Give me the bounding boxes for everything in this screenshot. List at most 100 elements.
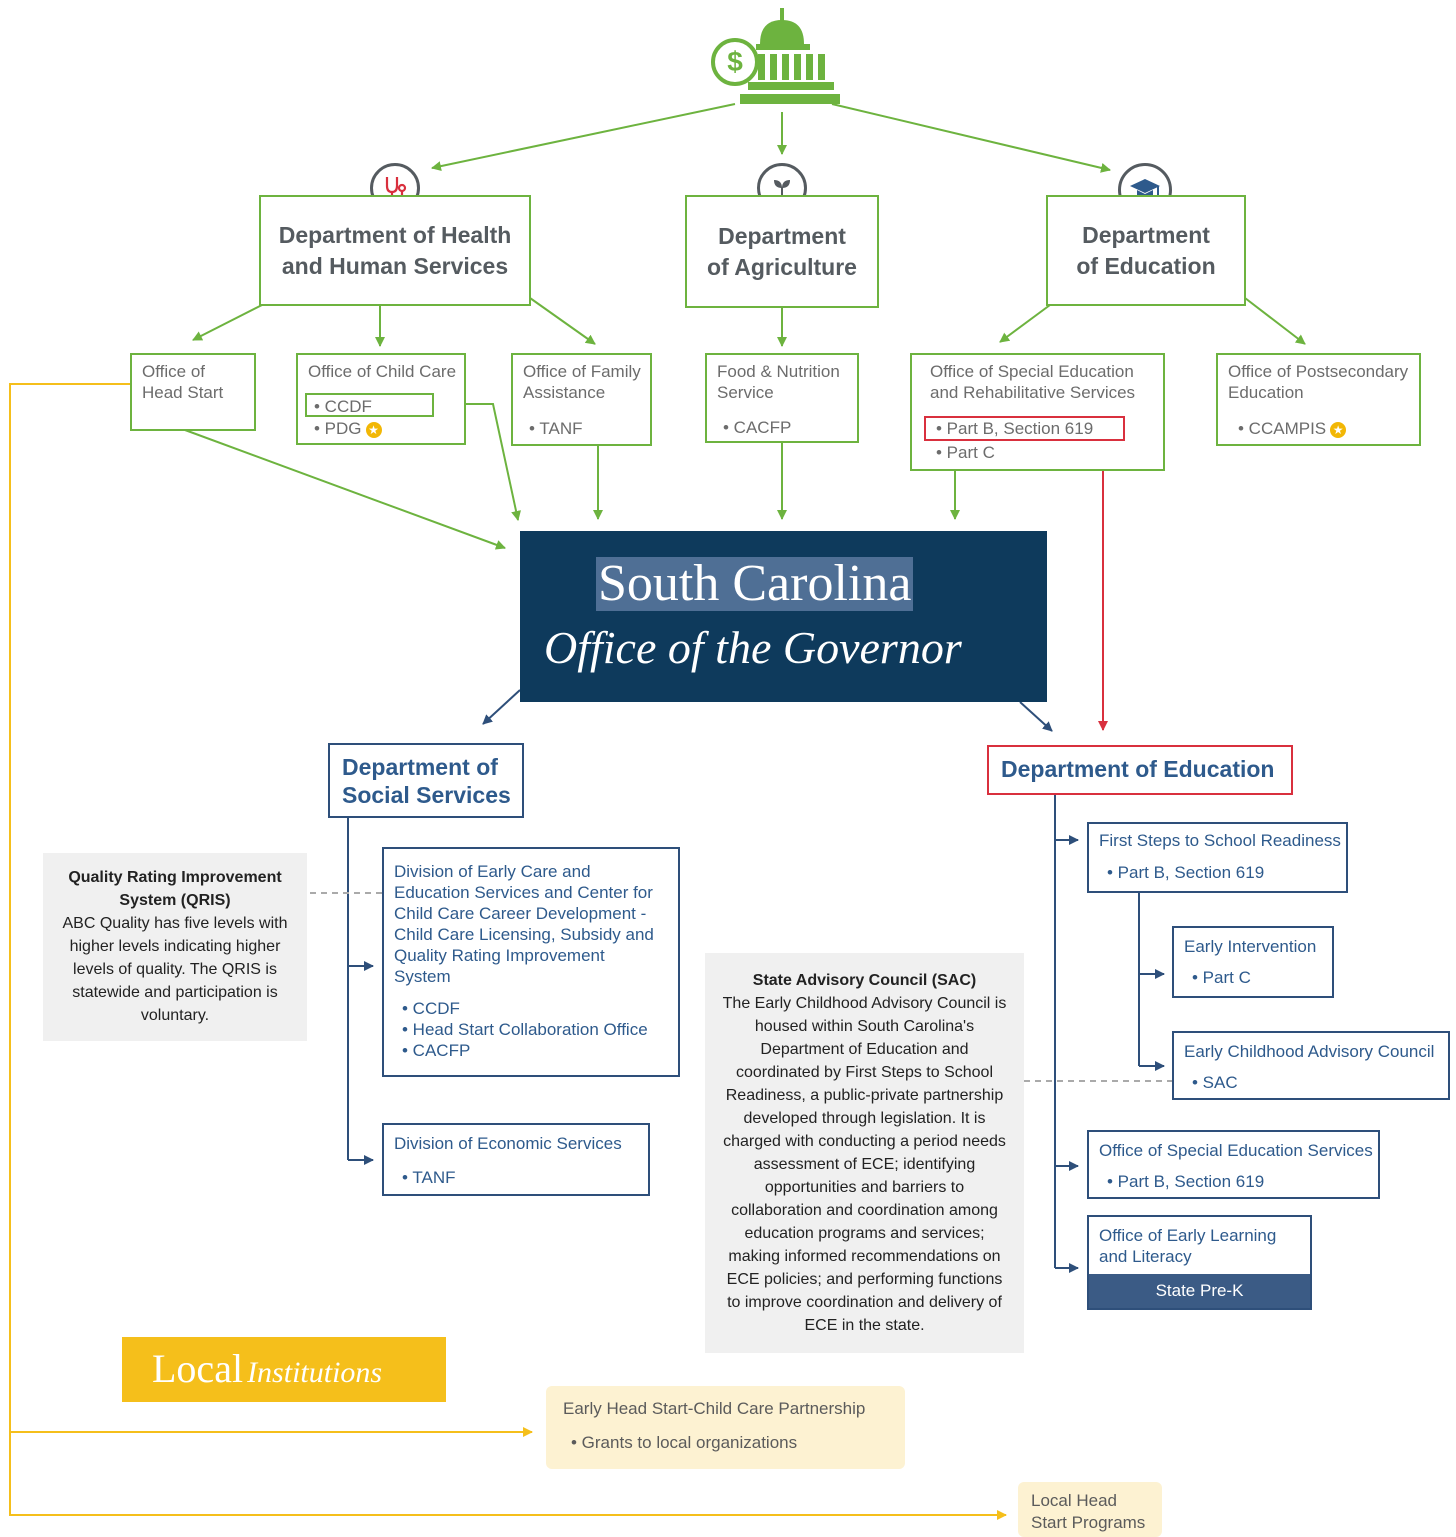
sac-body-line: Department of Education and <box>760 1041 969 1058</box>
office-child-care: Office of Child Care • CCDF • PDG★ <box>296 353 466 445</box>
federal-education-title-line2: of Education <box>1076 252 1216 279</box>
state-capitol-funding-icon: $ <box>708 6 844 110</box>
ccampis-label: • CCAMPIS <box>1238 419 1327 438</box>
early-learning-line2: and Literacy <box>1099 1247 1192 1266</box>
sac-body-line: ECE policies; and performing functions <box>726 1271 1003 1288</box>
qris-body-line: voluntary. <box>140 1007 210 1024</box>
sac-body-line: ECE in the state. <box>804 1317 925 1334</box>
ecac-box: Early Childhood Advisory Council • SAC <box>1172 1031 1450 1100</box>
early-care-line: Child Care Licensing, Subsidy and <box>394 925 654 944</box>
state-doe-title: Department of Education <box>1001 756 1275 782</box>
special-ed-item-part-b: • Part B, Section 619 <box>936 419 1094 438</box>
star-icon: ★ <box>365 421 382 438</box>
local-head-start-line1: Local Head <box>1031 1491 1118 1510</box>
head-start-line2: Head Start <box>142 383 224 402</box>
qris-title-line2: System (QRIS) <box>119 892 231 909</box>
agriculture-title-line2: of Agriculture <box>707 253 857 280</box>
food-nutrition-item-cacfp: • CACFP <box>723 418 792 437</box>
child-care-title: Office of Child Care <box>308 362 457 381</box>
office-family-assistance: Office of Family Assistance • TANF <box>511 353 652 446</box>
sac-body-line: The Early Childhood Advisory Council is <box>722 995 1007 1012</box>
state-pre-k-band: State Pre-K <box>1089 1274 1310 1308</box>
sac-body-line: to improve coordination and delivery of <box>727 1294 1002 1311</box>
postsecondary-item-ccampis: • CCAMPIS★ <box>1238 418 1347 439</box>
sac-body-line: making informed recommendations on <box>728 1248 1001 1265</box>
office-special-ed-rehab: Office of Special Education and Rehabili… <box>910 353 1165 471</box>
office-head-start: Office of Head Start <box>130 353 256 431</box>
first-steps-box: First Steps to School Readiness • Part B… <box>1087 822 1348 893</box>
part-b-highlight <box>924 416 1125 441</box>
local-institutions-banner: Local Institutions <box>122 1337 446 1402</box>
early-care-item-cacfp: • CACFP <box>402 1041 471 1060</box>
food-nutrition-line1: Food & Nutrition <box>717 362 840 381</box>
dss-title-line1: Department of <box>342 754 498 780</box>
sac-body-line: Readiness, a public-private partnership <box>725 1087 1004 1104</box>
qris-title-line1: Quality Rating Improvement <box>68 869 282 886</box>
sac-note: State Advisory Council (SAC) The Early C… <box>705 953 1024 1353</box>
institutions-word: Institutions <box>247 1356 383 1389</box>
governor-subtitle: Office of the Governor <box>544 622 962 673</box>
sac-body-line: developed through legislation. It is <box>743 1110 986 1127</box>
dept-education-state: Department of Education <box>987 745 1293 795</box>
first-steps-item: • Part B, Section 619 <box>1107 863 1265 882</box>
economic-title: Division of Economic Services <box>394 1134 622 1153</box>
dept-social-services: Department of Social Services <box>328 743 524 818</box>
early-intervention-box: Early Intervention • Part C <box>1172 926 1334 998</box>
early-learning-line1: Office of Early Learning <box>1099 1226 1277 1245</box>
division-early-care: Division of Early Care and Education Ser… <box>382 847 680 1077</box>
sac-body-line: education programs and services; <box>744 1225 985 1242</box>
early-care-line: Quality Rating Improvement <box>394 946 605 965</box>
local-head-start-box: Local Head Start Programs <box>1018 1482 1162 1537</box>
governor-office-box: South Carolina Office of the Governor <box>520 531 1047 702</box>
child-care-item-pdg: • PDG★ <box>314 418 382 439</box>
qris-body-line: ABC Quality has five levels with <box>62 915 288 932</box>
dept-education-federal: Department of Education <box>1046 195 1246 306</box>
sac-body-line: opportunities and barriers to <box>764 1179 965 1196</box>
early-care-line: Education Services and Center for <box>394 883 653 902</box>
local-word: Local <box>152 1346 244 1391</box>
family-assistance-item-tanf: • TANF <box>529 419 583 438</box>
early-intervention-item: • Part C <box>1192 968 1251 987</box>
postsecondary-line2: Education <box>1228 383 1304 402</box>
hhs-title-line2: and Human Services <box>281 252 509 279</box>
dss-title-line2: Social Services <box>342 782 511 808</box>
office-postsecondary: Office of Postsecondary Education • CCAM… <box>1216 353 1421 446</box>
postsecondary-line1: Office of Postsecondary <box>1228 362 1409 381</box>
hhs-title-line1: Department of Health <box>278 221 512 248</box>
sac-body-line: charged with conducting a period needs <box>723 1133 1006 1150</box>
pdg-label: • PDG <box>314 419 362 438</box>
early-intervention-title: Early Intervention <box>1184 937 1317 956</box>
economic-item-tanf: • TANF <box>402 1168 456 1187</box>
federal-education-title-line1: Department <box>1082 221 1210 248</box>
family-assistance-line2: Assistance <box>523 383 606 402</box>
sac-body-line: housed within South Carolina's <box>754 1018 975 1035</box>
qris-body-line: statewide and participation is <box>72 984 278 1001</box>
ecac-item: • SAC <box>1192 1073 1238 1092</box>
early-care-line: Child Care Career Development - <box>394 904 647 923</box>
special-ed-line2: and Rehabilitative Services <box>930 383 1136 402</box>
ehs-partnership-box: Early Head Start-Child Care Partnership … <box>546 1386 905 1469</box>
ecac-title: Early Childhood Advisory Council <box>1184 1042 1435 1061</box>
first-steps-title: First Steps to School Readiness <box>1099 831 1341 850</box>
family-assistance-line1: Office of Family <box>523 362 641 381</box>
qris-body-line: higher levels indicating higher <box>69 938 281 955</box>
qris-body-line: levels of quality. The QRIS is <box>73 961 277 978</box>
dept-agriculture: Department of Agriculture <box>685 195 879 308</box>
special-ed-services-item: • Part B, Section 619 <box>1107 1172 1265 1191</box>
ehs-title: Early Head Start-Child Care Partnership <box>563 1399 866 1418</box>
qris-note: Quality Rating Improvement System (QRIS)… <box>43 853 307 1041</box>
governor-title: South Carolina <box>596 555 914 612</box>
early-learning-box: Office of Early Learning and Literacy St… <box>1087 1215 1312 1310</box>
child-care-item-ccdf: • CCDF <box>314 397 372 416</box>
dept-health-human-services: Department of Health and Human Services <box>259 195 531 306</box>
sac-body-line: coordinated by First Steps to School <box>735 1064 994 1081</box>
early-care-item-ccdf: • CCDF <box>402 999 460 1018</box>
agriculture-title-line1: Department <box>718 222 846 249</box>
sac-title: State Advisory Council (SAC) <box>752 972 977 989</box>
sac-body-line: assessment of ECE; identifying <box>753 1156 976 1173</box>
early-care-item-head-start: • Head Start Collaboration Office <box>402 1020 648 1039</box>
special-ed-services-box: Office of Special Education Services • P… <box>1087 1130 1380 1199</box>
ccdf-highlight <box>305 393 434 417</box>
early-care-line: System <box>394 967 451 986</box>
special-ed-line1: Office of Special Education <box>930 362 1134 381</box>
